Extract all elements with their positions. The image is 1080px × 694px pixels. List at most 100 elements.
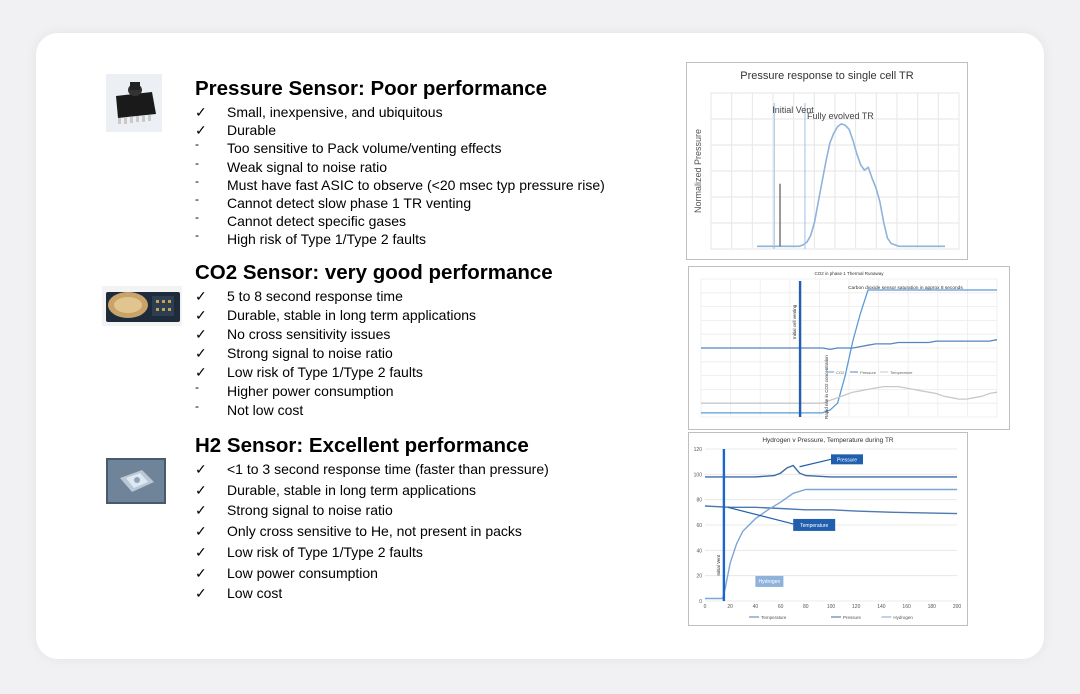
- annotation-initial-venting: Initial cell venting: [792, 304, 797, 339]
- chart-title: Pressure response to single cell TR: [740, 70, 913, 82]
- checkmark-icon: ✓: [195, 461, 207, 477]
- checkmark-icon: ✓: [195, 564, 207, 581]
- series-line-pressure: [705, 464, 957, 478]
- annotation-saturation: Carbon dioxide sensor saturation in appr…: [848, 285, 963, 291]
- bullet-text: High risk of Type 1/Type 2 faults: [227, 231, 426, 248]
- dash-icon: -: [195, 137, 199, 152]
- x-tick-label: 60: [778, 604, 784, 610]
- checkmark-icon: ✓: [195, 122, 207, 139]
- legend-label: Pressure: [843, 615, 862, 620]
- y-tick-label: 80: [696, 498, 702, 504]
- bullet-text: Too sensitive to Pack volume/venting eff…: [227, 140, 502, 157]
- checkmark-icon: ✓: [195, 326, 207, 342]
- dash-icon: -: [195, 380, 199, 394]
- chart-title: Hydrogen v Pressure, Temperature during …: [762, 437, 894, 444]
- x-tick-label: 160: [902, 604, 911, 610]
- checkmark-icon: ✓: [195, 523, 207, 540]
- dash-icon: -: [195, 228, 199, 243]
- x-tick-label: 100: [827, 604, 836, 610]
- pressure-sensor-section: Pressure Sensor: Poor performance ✓ Small…: [195, 77, 605, 247]
- bullet-text: Only cross sensitive to He, not present …: [227, 523, 522, 540]
- callout-leader: [799, 458, 832, 468]
- series-line-temperature: [701, 385, 998, 404]
- section-heading: CO2 Sensor: very good performance: [195, 261, 553, 284]
- y-axis-label: Normalized Pressure: [693, 129, 703, 213]
- bullet-text: Durable, stable in long term application…: [227, 481, 477, 498]
- annotation-initial-vent: Initial Vent: [716, 554, 721, 576]
- legend-label: Temperature: [761, 615, 787, 620]
- bullet-text: Cannot detect slow phase 1 TR venting: [227, 195, 472, 211]
- y-tick-label: 120: [694, 447, 703, 453]
- dash-icon: -: [195, 210, 199, 225]
- bullet-text: Low power consumption: [227, 564, 378, 581]
- y-tick-label: 100: [694, 472, 703, 478]
- callout-box: [793, 518, 836, 531]
- checkmark-icon: ✓: [195, 481, 207, 498]
- co2-sensor-section: CO2 Sensor: very good performance ✓ 5 to …: [195, 261, 553, 418]
- checkmark-icon: ✓: [195, 345, 207, 361]
- y-tick-label: 0: [699, 599, 702, 605]
- x-tick-label: 120: [852, 604, 861, 610]
- bullet-text: Small, inexpensive, and ubiquitous: [227, 104, 443, 120]
- co2-sensor-module-icon: [102, 286, 182, 326]
- checkmark-icon: ✓: [195, 104, 207, 120]
- bullet-text: Must have fast ASIC to observe (<20 msec…: [227, 176, 605, 193]
- dash-icon: -: [195, 192, 199, 206]
- bullet-text: Strong signal to noise ratio: [227, 502, 393, 519]
- dash-icon: -: [195, 155, 199, 170]
- bullet-text: Weak signal to noise ratio: [227, 158, 388, 175]
- dash-icon: -: [195, 399, 199, 413]
- bullet-text: Low cost: [227, 585, 283, 602]
- callout-box: [831, 454, 863, 465]
- x-tick-label: 40: [753, 604, 759, 610]
- checkmark-icon: ✓: [195, 585, 207, 602]
- legend-label: Hydrogen: [893, 615, 913, 620]
- x-tick-label: 20: [727, 604, 733, 610]
- checkmark-icon: ✓: [195, 307, 207, 323]
- callout-hydrogen: Hydrogen: [759, 579, 781, 585]
- section-heading: H2 Sensor: Excellent performance: [195, 434, 529, 457]
- pressure-sensor-chip-icon: [106, 74, 162, 132]
- checkmark-icon: ✓: [195, 543, 207, 560]
- annotation-fully-evolved: Fully evolved TR: [807, 111, 874, 121]
- bullet-text: Durable, stable in long term application…: [227, 307, 477, 323]
- x-tick-label: 80: [803, 604, 809, 610]
- bullet-text: Not low cost: [227, 402, 304, 418]
- bullet-text: No cross sensitivity issues: [227, 326, 391, 342]
- series-line-co2: [701, 289, 997, 414]
- x-tick-label: 140: [877, 604, 886, 610]
- bullet-text: Strong signal to noise ratio: [227, 345, 393, 361]
- callout-pressure: Pressure: [837, 457, 857, 463]
- x-tick-label: 180: [928, 604, 937, 610]
- pressure-series-line: [757, 123, 945, 248]
- x-tick-label: 0: [704, 604, 707, 610]
- bullet-text: <1 to 3 second response time (faster tha…: [227, 461, 549, 477]
- y-tick-label: 20: [696, 574, 702, 580]
- callout-box: [755, 575, 784, 587]
- bullet-text: Durable: [227, 122, 277, 139]
- annotation-initial-vent: Initial Vent: [772, 105, 814, 115]
- chart-title: CO2 in phase 1 Thermal Runaway: [815, 271, 885, 276]
- checkmark-icon: ✓: [195, 364, 207, 380]
- checkmark-icon: ✓: [195, 502, 207, 519]
- annotation-rapid-rise: Rapid rise in CO2 concentration: [824, 355, 829, 419]
- bullet-text: Low risk of Type 1/Type 2 faults: [227, 364, 423, 380]
- bullet-text: Higher power consumption: [227, 383, 394, 399]
- y-tick-label: 60: [696, 523, 702, 529]
- bullet-text: Cannot detect specific gases: [227, 213, 406, 230]
- checkmark-icon: ✓: [195, 288, 207, 304]
- dash-icon: -: [195, 173, 199, 188]
- section-heading: Pressure Sensor: Poor performance: [195, 77, 548, 100]
- x-tick-label: 200: [953, 604, 962, 610]
- bullet-text: Low risk of Type 1/Type 2 faults: [227, 543, 423, 560]
- callout-temperature: Temperature: [800, 523, 828, 529]
- hydrogen-vs-pressure-chart: Hydrogen v Pressure, Temperature during …: [688, 432, 968, 626]
- legend-label: Pressure: [860, 370, 877, 375]
- pressure-response-chart: Pressure response to single cell TR Norma…: [686, 62, 968, 260]
- series-line-pressure: [701, 339, 998, 351]
- legend-label: Temperature: [890, 370, 913, 375]
- legend-label: CO2: [836, 370, 845, 375]
- series-line-temperature: [704, 505, 958, 515]
- bullet-text: 5 to 8 second response time: [227, 288, 403, 304]
